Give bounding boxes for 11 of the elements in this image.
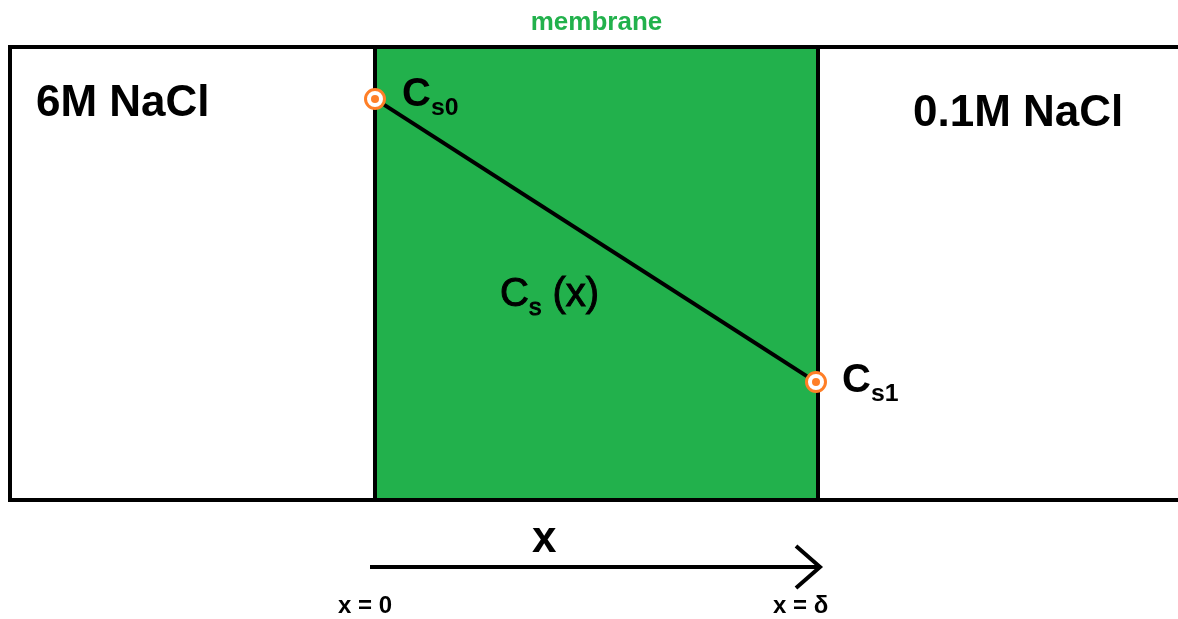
membrane-heading: membrane [529, 8, 664, 34]
concentration-label: C$_{s1}$ [842, 358, 899, 406]
concentration-line [383, 103, 808, 378]
compartment-box [820, 45, 1178, 502]
concentration-label: C$_{s0}$ [402, 72, 459, 120]
compartment-box [8, 45, 373, 502]
solution-label: 0.1M NaCl [913, 89, 1124, 133]
position-label: x = 0 [338, 593, 393, 617]
axis-label: x [532, 515, 557, 559]
solution-label: 6M NaCl [36, 79, 210, 123]
position-label: x = δ [773, 593, 829, 617]
